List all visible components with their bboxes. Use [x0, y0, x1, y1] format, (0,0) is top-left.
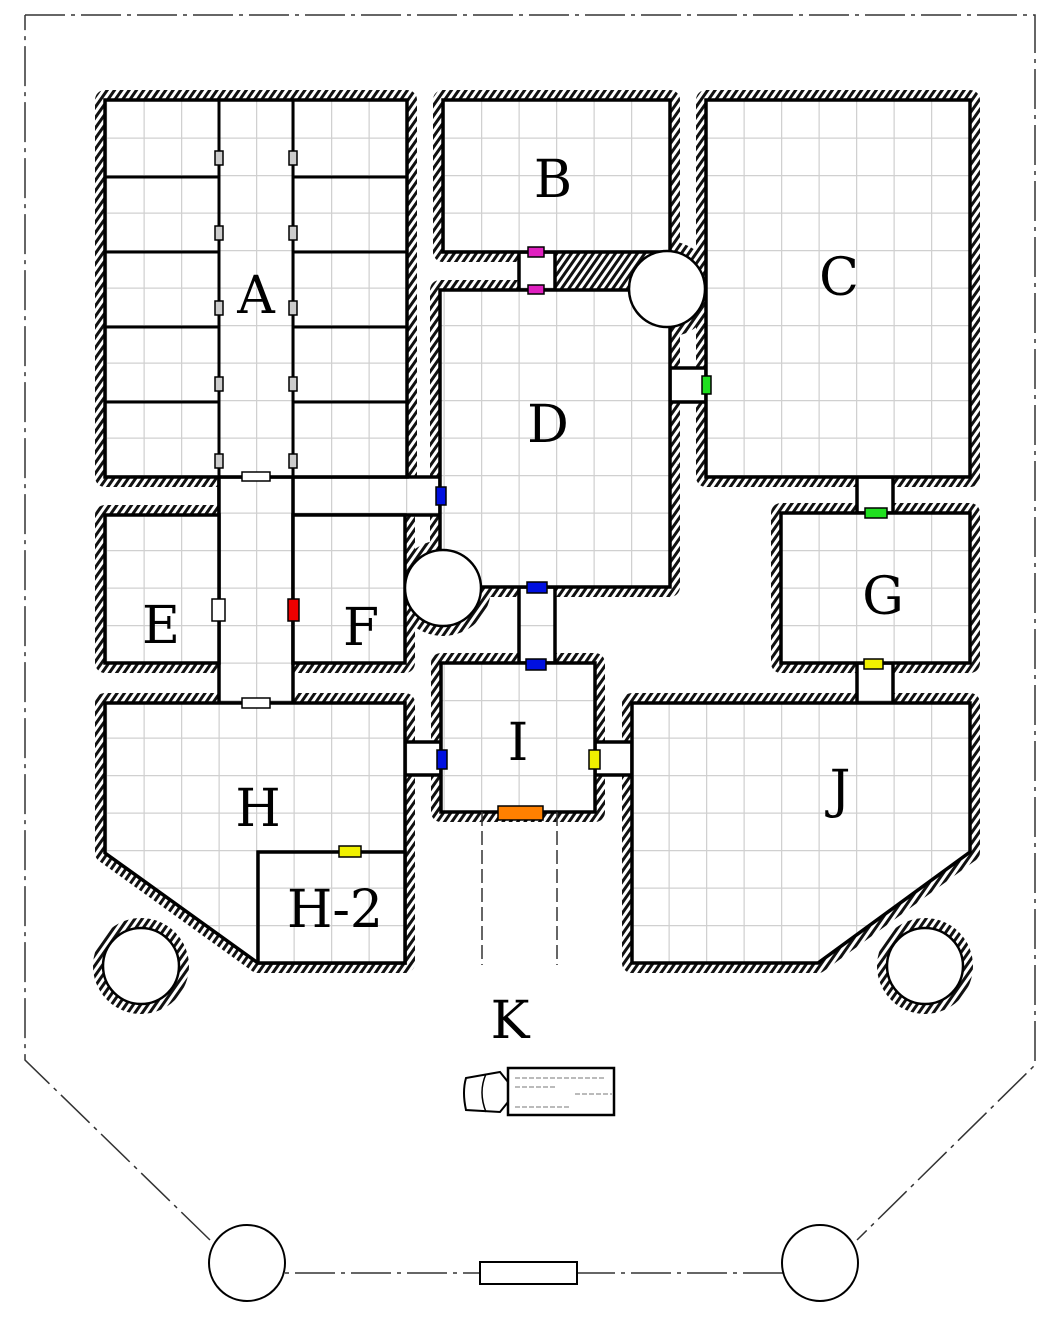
room-d[interactable]	[438, 288, 672, 589]
door-g-north[interactable]	[864, 507, 888, 519]
room-e[interactable]	[103, 513, 221, 665]
room-h2[interactable]	[256, 850, 407, 965]
door-d-west[interactable]	[435, 486, 447, 506]
room-i[interactable]	[439, 661, 597, 814]
door-a-cell[interactable]	[214, 376, 224, 392]
door-a-cell[interactable]	[214, 150, 224, 166]
door-i-east[interactable]	[588, 749, 601, 770]
door-a-cell[interactable]	[214, 300, 224, 316]
door-d-north[interactable]	[527, 284, 545, 295]
door-a-cell[interactable]	[288, 150, 298, 166]
label-d: D	[527, 395, 569, 455]
door-g-south[interactable]	[863, 658, 884, 670]
door-d-south[interactable]	[526, 581, 548, 594]
courtyard-path	[481, 812, 558, 965]
room-a[interactable]	[103, 98, 409, 479]
main-gate[interactable]	[479, 1261, 578, 1285]
label-k: K	[491, 991, 531, 1051]
door-e[interactable]	[211, 598, 226, 622]
door-f[interactable]	[287, 598, 300, 622]
door-a-cell[interactable]	[214, 225, 224, 241]
rooms	[101, 98, 972, 1006]
door-a-cell[interactable]	[288, 300, 298, 316]
door-a-corridor[interactable]	[241, 471, 271, 482]
door-a-cell[interactable]	[288, 225, 298, 241]
door-h2[interactable]	[338, 845, 362, 858]
room-b[interactable]	[441, 98, 672, 254]
label-c: C	[819, 248, 859, 308]
door-a-cell[interactable]	[288, 376, 298, 392]
room-c[interactable]	[704, 98, 972, 479]
label-h: H	[235, 779, 280, 839]
gate-tower-left	[208, 1224, 286, 1302]
door-a-cell[interactable]	[214, 453, 224, 469]
label-h2: H-2	[287, 880, 383, 940]
tower-se	[885, 926, 965, 1006]
door-b-south[interactable]	[527, 246, 545, 258]
label-f: F	[343, 598, 379, 658]
label-e: E	[142, 596, 180, 656]
gate-tower-right	[781, 1224, 859, 1302]
tower-sw	[101, 926, 181, 1006]
door-c-west[interactable]	[701, 375, 712, 395]
door-i-south[interactable]	[497, 805, 544, 821]
label-j: J	[825, 760, 851, 820]
room-f[interactable]	[291, 513, 407, 665]
room-labels: A B C D E F G H H-2 I J K	[142, 150, 904, 1051]
door-h-corridor[interactable]	[241, 697, 271, 709]
tower-df	[403, 548, 483, 628]
doors	[211, 150, 888, 858]
label-i: I	[508, 713, 529, 773]
label-b: B	[534, 150, 572, 210]
door-i-north[interactable]	[525, 658, 547, 671]
truck-icon	[463, 1066, 616, 1117]
label-g: G	[862, 567, 904, 627]
room-j[interactable]	[630, 701, 972, 965]
door-a-cell[interactable]	[288, 453, 298, 469]
label-a: A	[236, 266, 276, 326]
door-i-west[interactable]	[436, 749, 448, 770]
tower-bd	[627, 249, 707, 329]
